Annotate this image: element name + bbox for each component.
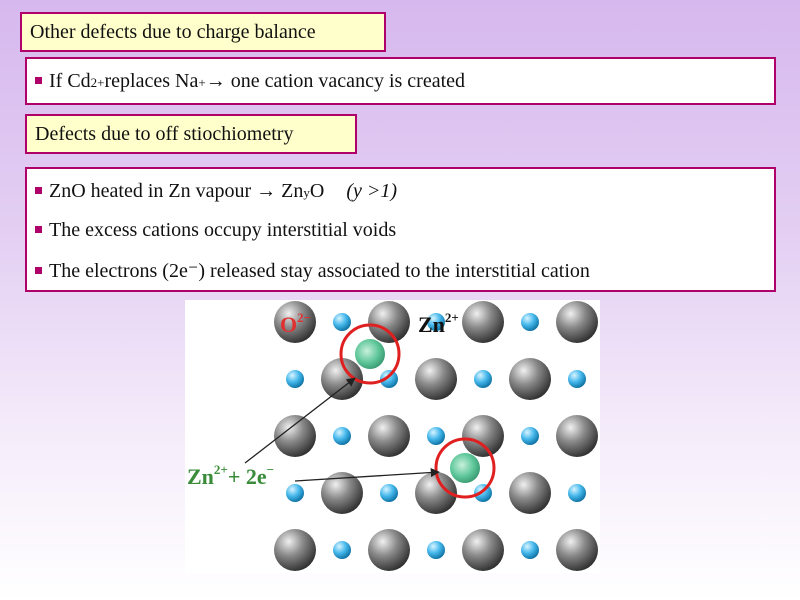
oxygen-anion-sphere bbox=[368, 529, 410, 571]
bullet-square-icon bbox=[35, 267, 42, 274]
interstitial-cation bbox=[355, 339, 385, 369]
cation-spheres bbox=[286, 313, 586, 559]
zinc-cation-sphere bbox=[427, 427, 445, 445]
bullet-electrons-released: The electrons (2e⁻) released stay associ… bbox=[35, 258, 590, 283]
oxygen-anion-sphere bbox=[321, 358, 363, 400]
zinc-cation-sphere bbox=[474, 370, 492, 388]
zinc-cation-sphere bbox=[427, 541, 445, 559]
zinc-ion-label: Zn2+ bbox=[418, 310, 459, 337]
zinc-cation-sphere bbox=[380, 484, 398, 502]
oxygen-anion-sphere bbox=[509, 472, 551, 514]
section-title-text: Defects due to off stiochiometry bbox=[35, 122, 294, 145]
section-title-charge-balance: Other defects due to charge balance bbox=[20, 12, 386, 52]
oxygen-anion-sphere bbox=[556, 301, 598, 343]
interstitial-ring bbox=[339, 323, 401, 385]
zno-lattice-diagram: O2− Zn2+ Zn2++ 2e− bbox=[185, 300, 600, 573]
zinc-cation-sphere bbox=[333, 313, 351, 331]
oxygen-anion-sphere bbox=[368, 301, 410, 343]
zinc-cation-sphere bbox=[286, 370, 304, 388]
oxygen-anion-sphere bbox=[274, 529, 316, 571]
bullet-square-icon bbox=[35, 77, 42, 84]
arrow-to-lower-interstitial bbox=[294, 467, 440, 482]
oxygen-anion-sphere bbox=[556, 529, 598, 571]
oxygen-anion-sphere bbox=[415, 358, 457, 400]
oxygen-anion-sphere bbox=[556, 415, 598, 457]
oxygen-anion-sphere bbox=[274, 415, 316, 457]
oxygen-anion-sphere bbox=[368, 415, 410, 457]
oxygen-anion-sphere bbox=[462, 529, 504, 571]
bullet-square-icon bbox=[35, 187, 42, 194]
section-title-text: Other defects due to charge balance bbox=[30, 20, 316, 43]
bullet-excess-cations: The excess cations occupy interstitial v… bbox=[35, 219, 396, 242]
zinc-cation-sphere bbox=[380, 370, 398, 388]
oxygen-anion-sphere bbox=[321, 472, 363, 514]
bullet-square-icon bbox=[35, 226, 42, 233]
oxygen-anion-sphere bbox=[415, 472, 457, 514]
oxygen-anion-sphere bbox=[509, 358, 551, 400]
zinc-cation-sphere bbox=[333, 427, 351, 445]
oxygen-anion-sphere bbox=[274, 301, 316, 343]
section-title-off-stoichiometry: Defects due to off stiochiometry bbox=[25, 114, 357, 154]
zinc-cation-sphere bbox=[568, 370, 586, 388]
zinc-cation-sphere bbox=[333, 541, 351, 559]
interstitial-zn-upper bbox=[339, 323, 401, 385]
zinc-cation-sphere bbox=[521, 427, 539, 445]
oxygen-anion-sphere bbox=[462, 415, 504, 457]
oxygen-anion-sphere bbox=[462, 301, 504, 343]
interstitial-cation bbox=[450, 453, 480, 483]
arrow-to-upper-interstitial bbox=[244, 377, 356, 464]
anion-spheres bbox=[274, 301, 598, 571]
interstitial-zn-lower bbox=[434, 437, 496, 499]
zinc-cation-sphere bbox=[427, 313, 445, 331]
zinc-cation-sphere bbox=[568, 484, 586, 502]
zinc-cation-sphere bbox=[521, 541, 539, 559]
interstitial-zn-label: Zn2++ 2e− bbox=[187, 462, 274, 489]
oxygen-ion-label: O2− bbox=[280, 310, 311, 337]
zinc-cation-sphere bbox=[521, 313, 539, 331]
zinc-cation-sphere bbox=[286, 484, 304, 502]
